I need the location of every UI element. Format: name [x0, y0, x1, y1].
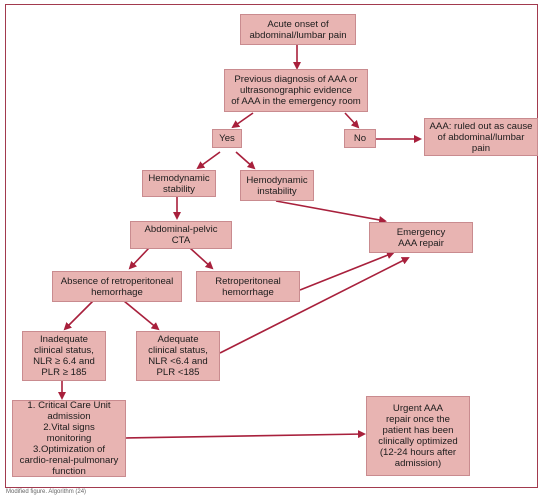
- arrow-cta-to-hemorrhage: [189, 247, 214, 270]
- node-critical-care: 1. Critical Care Unit admission 2.Vital …: [12, 400, 126, 477]
- node-acute-onset: Acute onset of abdominal/lumbar pain: [240, 14, 356, 45]
- arrow-hemorrhage-to-emergency: [299, 251, 395, 291]
- arrow-diagnosis-to-yes: [231, 112, 254, 129]
- node-adequate-status: Adequate clinical status, NLR <6.4 and P…: [136, 331, 220, 381]
- node-aaa-ruled-out: AAA: ruled out as cause of abdominal/lum…: [424, 118, 538, 156]
- arrow-instability-to-emergency: [275, 200, 387, 224]
- arrow-absence-to-inadequate: [63, 300, 94, 331]
- arrow-critical-to-urgent: [125, 430, 366, 439]
- arrow-absence-to-adequate: [123, 300, 160, 331]
- arrow-yes-to-instability: [235, 151, 256, 170]
- node-inadequate-status: Inadequate clinical status, NLR ≥ 6.4 an…: [22, 331, 106, 381]
- node-urgent-aaa-repair: Urgent AAA repair once the patient has b…: [366, 396, 470, 476]
- arrow-diagnosis-to-no: [344, 112, 360, 129]
- arrow-cta-to-absence: [128, 247, 150, 270]
- node-absence-hemorrhage: Absence of retroperitoneal hemorrhage: [52, 271, 182, 302]
- footnote: Modified figure. Algorithm (24): [6, 489, 87, 495]
- node-previous-diagnosis: Previous diagnosis of AAA or ultrasonogr…: [224, 69, 368, 112]
- node-emergency-aaa-repair: Emergency AAA repair: [369, 222, 473, 253]
- arrow-adequate-to-emergency: [219, 257, 410, 354]
- node-abdominal-pelvic-cta: Abdominal-pelvic CTA: [130, 221, 232, 249]
- node-retroperitoneal-hemorrhage: Retroperitoneal hemorrhage: [196, 271, 300, 302]
- diagram-frame: [5, 4, 538, 488]
- node-hemodynamic-instability: Hemodynamic instability: [240, 170, 314, 201]
- node-yes: Yes: [212, 129, 242, 148]
- arrow-yes-to-stability: [196, 151, 221, 170]
- node-hemodynamic-stability: Hemodynamic stability: [142, 170, 216, 197]
- node-no: No: [344, 129, 376, 148]
